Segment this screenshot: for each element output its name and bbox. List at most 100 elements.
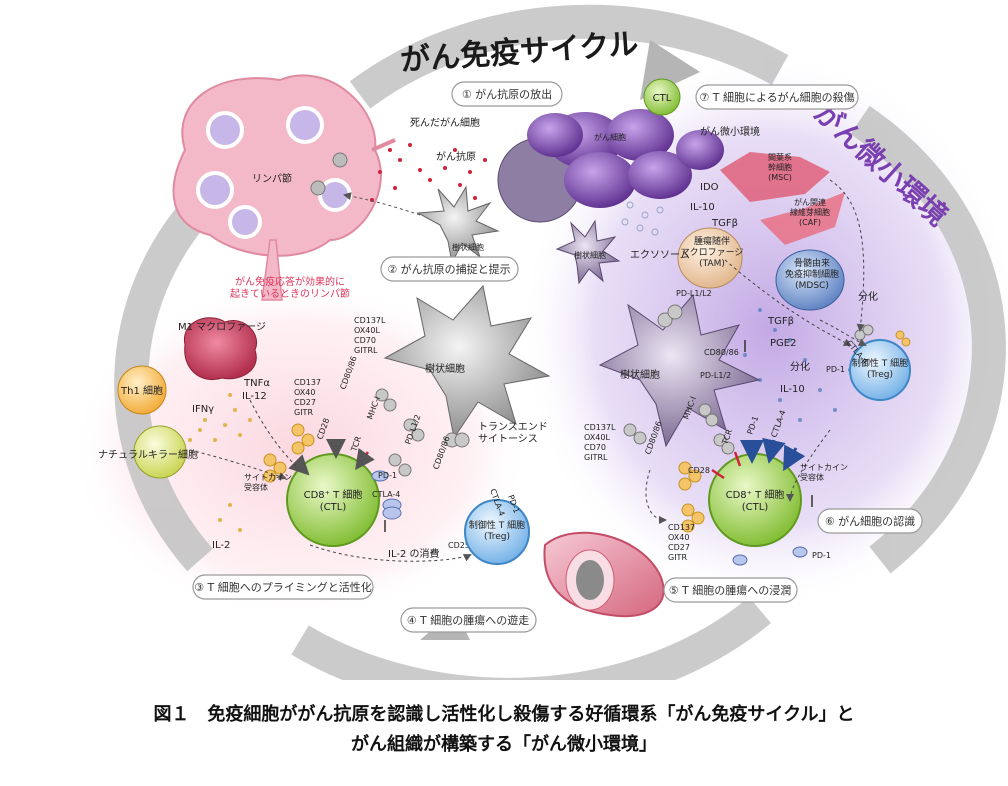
caf-cell: [760, 192, 845, 245]
il2-label: IL-2: [212, 540, 230, 551]
il12-label: IL-12: [242, 391, 267, 402]
step-box-4: [400, 607, 537, 633]
tnf-label: TNFα: [243, 378, 270, 389]
step-label-3: ③ T 細胞へのプライミングと活性化: [194, 580, 372, 594]
dendritic-cell-left: [383, 284, 551, 440]
diff1-label: 分化: [858, 290, 878, 303]
pdl12-r-label: PD-L1/2: [700, 371, 731, 380]
step-label-7: ⑦ T 細胞によるがん細胞の殺傷: [699, 90, 854, 104]
dead-cancer-label: 死んだがん細胞: [410, 116, 480, 129]
trans-label-text: トランスエンドサイトーシス: [478, 421, 548, 445]
cd8-left-label: CD8⁺ T 細胞(CTL): [304, 488, 363, 513]
ctl-badge-icon: [643, 78, 681, 116]
inhibition-lines: [384, 340, 813, 532]
step-box-7: [695, 84, 859, 110]
il10-top-label: IL-10: [690, 202, 715, 213]
cancer-cell-label: がん細胞: [594, 132, 626, 142]
receptor-cluster-left: [263, 423, 315, 483]
step-box-5: [663, 577, 798, 603]
dendritic-cell-right: [598, 293, 761, 448]
step-box-2: [380, 256, 519, 282]
arrows-blue-right: [740, 437, 806, 472]
figure-caption: 図１ 免疫細胞ががん抗原を認識し活性化し殺傷する好循環系「がん免疫サイクル」と …: [0, 700, 1008, 760]
mdsc-label-text: 骨髄由来免疫抑制細胞(MDSC): [785, 257, 839, 291]
treg-left-label: 制御性 T 細胞(Treg): [469, 519, 525, 542]
treg-cell-left: [464, 499, 530, 565]
immune-cycle-diagram: がん免疫サイクル がん微小環境 リンパ節 死んだがん細胞 がん抗原 樹状細胞: [70, 4, 1008, 712]
caption-line-1: 図１ 免疫細胞ががん抗原を認識し活性化し殺傷する好循環系「がん免疫サイクル」と: [153, 704, 855, 725]
cd80-r-label: CD80/86: [704, 348, 739, 357]
pd1-left-icon: [371, 470, 389, 482]
mdsc-cell: [775, 249, 845, 311]
cancer-cluster: [497, 109, 724, 223]
cd25-label: CD25: [448, 541, 470, 550]
diff2-label: 分化: [790, 360, 810, 373]
caf-label-text: がん関連線維芽細胞(CAF): [790, 197, 830, 227]
il2-consume-label: IL-2 の消費: [388, 547, 440, 560]
ctla4-left-icon: [382, 498, 402, 520]
dendritic-cell-capture: [416, 185, 500, 265]
step-box-3: [192, 574, 374, 600]
pd1-label: PD-1: [378, 471, 397, 480]
step-label-5: ⑤ T 細胞の腫瘍への浸潤: [669, 583, 792, 597]
step-box-1: [451, 81, 563, 107]
pathway-arrows: [189, 179, 867, 562]
cd8-right-label: CD8⁺ T 細胞(CTL): [726, 488, 785, 513]
tme-small-label: がん微小環境: [700, 125, 760, 138]
dendritic-label-capture: 樹状細胞: [452, 242, 484, 252]
m1-label: M1 マクロファージ: [178, 321, 266, 333]
step-label-6: ⑥ がん細胞の認識: [825, 514, 915, 528]
cyto-receptor-right: サイトカイン受容体: [800, 463, 848, 482]
msc-cell: [720, 152, 830, 202]
lymph-dc-icon: [310, 152, 348, 196]
tgfb-top-label: TGFβ: [711, 218, 738, 229]
migration-arrow: [343, 192, 421, 216]
ido-label: IDO: [700, 182, 719, 193]
step-label-2: ② がん抗原の捕捉と提示: [387, 262, 510, 276]
pd1-bottom-icon: [732, 546, 808, 566]
treg-right-label: 制御性 T 細胞(Treg): [852, 357, 908, 380]
immune-checkpoint-left: [375, 388, 470, 477]
dendritic-cell-tumor: [555, 219, 621, 285]
il10-mid-label: IL-10: [780, 384, 805, 395]
nk-label: ナチュラルキラー細胞: [98, 448, 198, 461]
cd28-r-label: CD28: [688, 466, 710, 475]
tam-label-text: 腫瘍随伴マクロファージ(TAM): [681, 235, 744, 269]
dendritic-label-right: 樹状細胞: [620, 368, 660, 381]
cyto-receptor-left: サイトカイン受容体: [244, 473, 292, 492]
treg-right-receptors: [895, 330, 911, 347]
ifng-label: IFNγ: [192, 404, 214, 415]
pge2-label: PGE2: [770, 338, 796, 349]
immune-checkpoint-right: [623, 304, 735, 455]
dendritic-label-left: 樹状細胞: [425, 362, 465, 375]
arrows-red-right: [711, 451, 742, 480]
lymph-note-text: がん免疫応答が効果的に起きているときのリンパ節: [230, 275, 350, 300]
tam-cell: [677, 227, 743, 289]
nk-cell: [133, 425, 187, 479]
cytokine-dots-yellow: [188, 393, 252, 532]
pd1-treg-label: PD-1: [826, 365, 845, 374]
step-label-4: ④ T 細胞の腫瘍への遊走: [407, 613, 530, 627]
cancer-antigen-label: がん抗原: [436, 150, 476, 163]
pdl12-top-label: PD-L1/L2: [676, 289, 712, 298]
step-label-1: ① がん抗原の放出: [462, 87, 552, 101]
th1-cell: [117, 365, 167, 415]
lymph-node-label: リンパ節: [252, 172, 292, 185]
exosome-dots: [621, 201, 664, 236]
ctl-badge-label: CTL: [653, 93, 672, 104]
lymph-node: [172, 74, 396, 301]
tgfb-mid-label: TGFβ: [767, 316, 794, 327]
step-box-6: [817, 508, 923, 534]
diagram-stage: がん免疫サイクル がん微小環境 リンパ節 死んだがん細胞 がん抗原 樹状細胞: [70, 4, 1008, 712]
msc-label-text: 間葉系幹細胞(MSC): [768, 152, 792, 182]
receptor-cluster-right: [678, 461, 705, 533]
pd1-bottom-label: PD-1: [812, 551, 831, 560]
treg-cell-right: [849, 339, 911, 401]
th1-label: Th1 細胞: [120, 384, 163, 397]
ctla4-label: CTLA-4: [372, 490, 400, 499]
m1-macrophage: [184, 317, 258, 380]
exosome-label: エクソソーム: [630, 249, 690, 261]
